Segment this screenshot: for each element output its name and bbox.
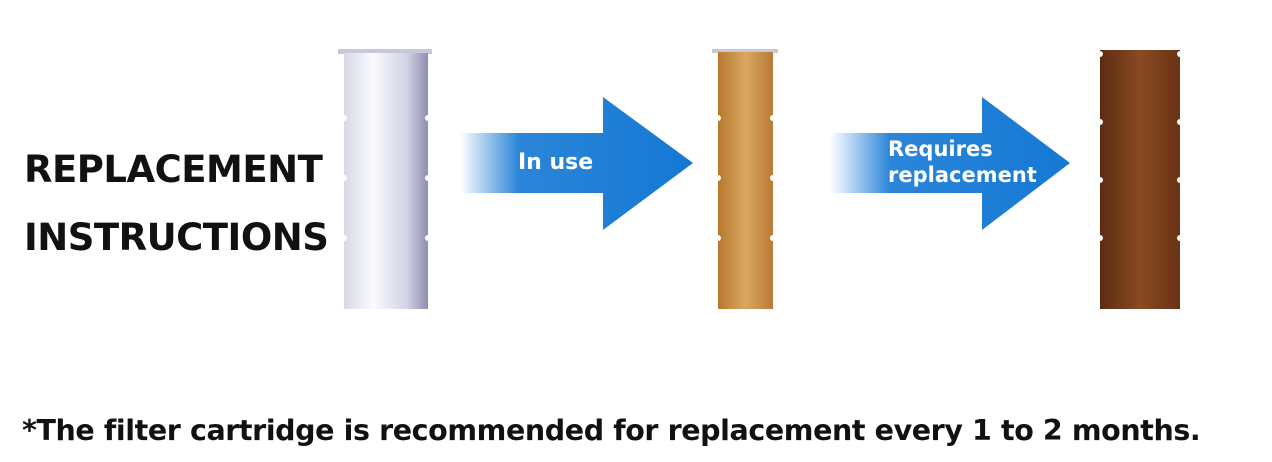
new-cartridge	[338, 49, 432, 309]
heading-line-2: INSTRUCTIONS	[24, 216, 329, 259]
arrow-label-in-use: In use	[518, 150, 594, 175]
heading-line-1: REPLACEMENT	[24, 148, 323, 191]
in-use-cartridge	[712, 49, 778, 309]
footnote: *The filter cartridge is recommended for…	[22, 414, 1201, 447]
used-cartridge	[1097, 50, 1183, 309]
arrow-requires-replacement	[830, 97, 1070, 230]
arrow-label-line-2: replacement	[888, 163, 1037, 187]
arrow-label-line-1: Requires	[888, 137, 993, 161]
arrow-in-use	[460, 97, 693, 230]
arrow-label-requires-replacement: Requires replacement	[888, 136, 1037, 188]
